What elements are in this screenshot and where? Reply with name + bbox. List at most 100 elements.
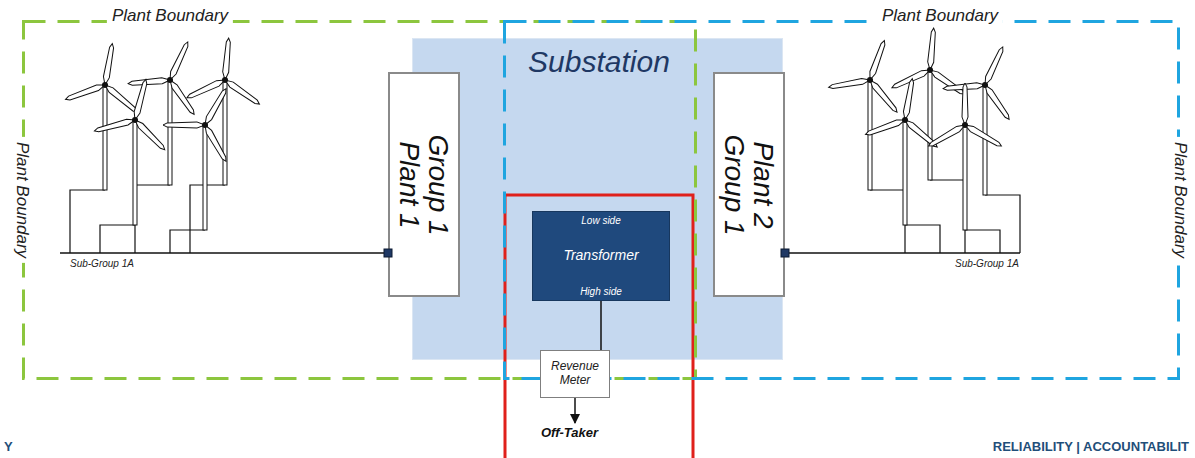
- rotated-text-stack: Plant 1Group 1: [390, 76, 458, 293]
- wind-turbine: [163, 87, 229, 230]
- turbine-blade: [982, 46, 1005, 87]
- revenue-meter-box: Revenue Meter: [540, 350, 610, 398]
- turbine-hub: [222, 77, 228, 83]
- collector-wire: [170, 230, 205, 253]
- footer-slogan: RELIABILITY | ACCOUNTABILIT: [993, 440, 1189, 454]
- wind-turbine: [891, 28, 966, 180]
- plant-boundary: Plant BoundaryPlant BoundaryGroup 1Plant…: [503, 20, 1180, 380]
- turbine-blade: [927, 28, 937, 70]
- turbine-blade: [868, 78, 900, 114]
- turbine-blade: [223, 78, 261, 107]
- turbine-blade: [964, 122, 1003, 148]
- turbine-blade: [983, 83, 1012, 121]
- group-label: Group 1: [720, 134, 749, 235]
- collector-wire: [190, 185, 225, 253]
- turbine-tower: [103, 85, 107, 190]
- turbine-tower: [963, 125, 967, 230]
- turbine-blade: [168, 78, 197, 116]
- plant-group-box: Group 1Plant 2: [713, 72, 785, 297]
- turbine-blade: [928, 68, 966, 97]
- turbine-hub: [132, 117, 138, 123]
- plant-boundary: Plant BoundaryPlant BoundaryPlant 1Group…: [22, 20, 697, 380]
- rotated-text-stack: Group 1Plant 2: [715, 76, 783, 293]
- plant-group-box: Plant 1Group 1: [388, 72, 460, 297]
- turbine-blade: [222, 38, 232, 80]
- transformer-label: Transformer: [563, 248, 638, 263]
- turbine-hub: [902, 117, 908, 123]
- turbine-blade: [867, 40, 887, 82]
- collector-wire: [905, 225, 940, 253]
- wind-turbine: [828, 40, 899, 190]
- collector-wire: [965, 230, 1000, 253]
- turbine-tower: [983, 85, 987, 195]
- turbine-blade: [927, 122, 966, 148]
- turbine-blade: [133, 118, 167, 152]
- wind-turbine: [927, 83, 1003, 230]
- turbine-hub: [927, 67, 933, 73]
- dashed-boundary-outline: [503, 20, 1180, 380]
- turbine-blade: [903, 118, 939, 150]
- turbine-hub: [167, 77, 173, 83]
- turbine-tower: [868, 80, 872, 190]
- turbine-hub: [867, 77, 873, 83]
- turbine-blade: [962, 83, 968, 125]
- wind-turbine: [128, 41, 197, 185]
- turbine-blade: [828, 77, 870, 90]
- group-label: Plant 1: [395, 141, 424, 228]
- turbine-tower: [903, 120, 907, 225]
- turbine-hub: [982, 82, 988, 88]
- turbine-blade: [943, 82, 985, 92]
- turbine-blade: [865, 117, 907, 137]
- transformer-label: Low side: [581, 215, 620, 226]
- collector-wire: [870, 190, 905, 253]
- wind-turbine: [65, 43, 140, 190]
- turbine-tower: [133, 120, 137, 225]
- turbine-blade: [891, 67, 932, 90]
- collector-bus: [60, 252, 388, 254]
- collector-wire: [100, 225, 135, 253]
- group-label: Plant 2: [749, 141, 778, 228]
- offtaker-label: Off-Taker: [541, 426, 598, 440]
- turbine-hub: [102, 82, 108, 88]
- turbine-tower: [928, 70, 932, 180]
- dashed-boundary-outline: [22, 20, 697, 380]
- transformer-box: Low sideTransformerHigh side: [532, 211, 670, 301]
- collector-wire: [930, 180, 965, 253]
- group-label: Group 1: [424, 134, 453, 235]
- wind-turbine: [94, 79, 167, 225]
- subgroup-label: Sub-Group 1A: [70, 258, 134, 269]
- collector-bus: [785, 252, 1020, 254]
- turbine-tower: [203, 125, 207, 230]
- boundary-label: Plant Boundary: [877, 6, 1003, 26]
- turbine-tower: [223, 80, 227, 185]
- turbine-blade: [103, 83, 139, 115]
- turbine-blade: [65, 82, 107, 102]
- boundary-label: Plant Boundary: [1170, 137, 1190, 263]
- subgroup-label: Sub-Group 1A: [955, 258, 1019, 269]
- turbine-blade: [163, 122, 205, 128]
- turbine-blade: [167, 41, 190, 82]
- boundary-label: Plant Boundary: [12, 137, 32, 263]
- meter-label: Revenue Meter: [545, 360, 605, 388]
- turbine-hub: [962, 122, 968, 128]
- turbine-blade: [902, 78, 915, 120]
- boundary-label: Plant Boundary: [107, 6, 233, 26]
- collector-wire: [985, 195, 1020, 253]
- footer-fragment: Y: [4, 440, 13, 454]
- turbine-hub: [202, 122, 208, 128]
- wind-turbine: [186, 38, 261, 185]
- turbine-blade: [202, 124, 228, 163]
- substation-label: Substation: [528, 45, 670, 79]
- turbine-blade: [202, 87, 228, 126]
- turbine-blade: [132, 79, 149, 121]
- turbine-blade: [94, 117, 136, 134]
- wind-turbine: [943, 46, 1012, 195]
- turbine-tower: [168, 80, 172, 185]
- turbine-blade: [102, 43, 115, 85]
- wind-turbine: [865, 78, 940, 225]
- collector-wire: [70, 190, 105, 253]
- turbine-blade: [128, 77, 170, 87]
- turbine-blade: [186, 77, 227, 100]
- delivery-arrow: [574, 398, 576, 423]
